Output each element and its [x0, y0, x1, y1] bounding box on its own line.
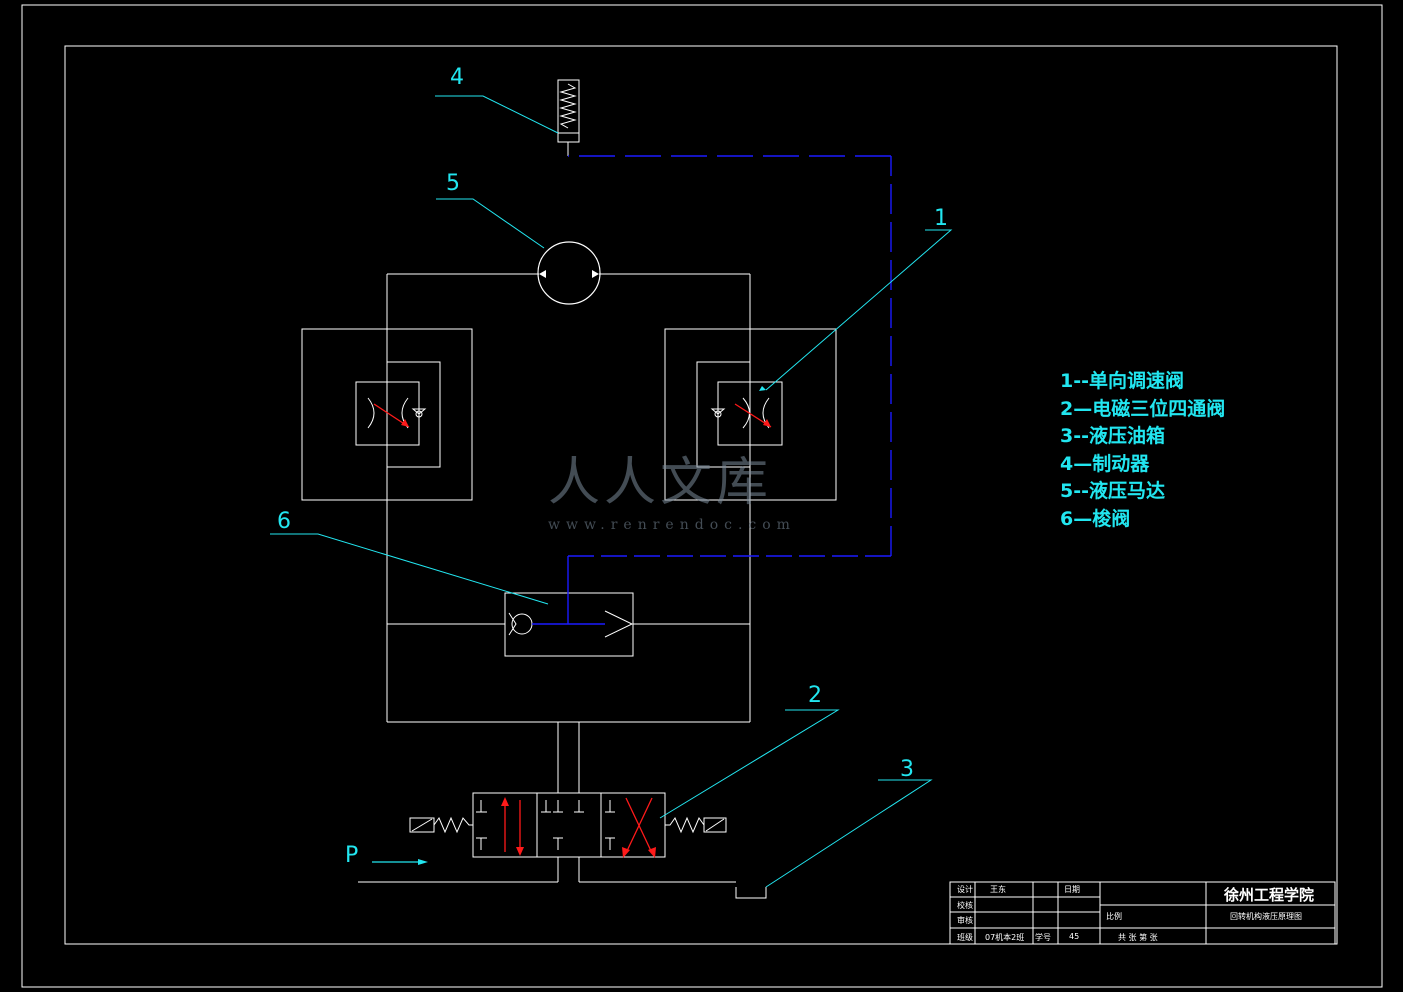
directional-valve: [409, 792, 727, 858]
tb-date-label: 日期: [1064, 885, 1080, 894]
callout-5: 5: [446, 171, 460, 196]
legend-item: 2—电磁三位四通阀: [1060, 397, 1226, 420]
callout-2: 2: [808, 683, 822, 708]
right-speed-valve: [664, 328, 837, 501]
title-block: [949, 881, 1336, 945]
outer-border: [21, 4, 1383, 988]
tb-scale-label: 比例: [1106, 912, 1122, 921]
tb-sheets: 共 张 第 张: [1118, 933, 1158, 942]
component-legend: 1--单向调速阀 2—电磁三位四通阀 3--液压油箱 4—制动器 5--液压马达…: [1060, 368, 1225, 533]
callout-1: 1: [934, 206, 948, 231]
legend-item: 5--液压马达: [1060, 480, 1165, 502]
tank-symbol: [735, 887, 767, 899]
brake-control-line: [567, 155, 892, 624]
legend-item: 1--单向调速阀: [1060, 370, 1184, 392]
tb-class-value: 07机本2班: [985, 933, 1025, 942]
tb-student-no-label: 学号: [1035, 933, 1051, 942]
main-circuit: [358, 273, 751, 883]
hydraulic-motor: [537, 241, 601, 305]
tb-check-label: 校核: [957, 901, 973, 910]
legend-item: 3--液压油箱: [1060, 425, 1165, 447]
callout-3: 3: [900, 757, 914, 782]
shuttle-valve: [504, 592, 634, 657]
leader-lines: [270, 95, 953, 888]
inner-border: [64, 45, 1338, 945]
watermark-url: www.renrendoc.com: [548, 517, 796, 533]
tb-review-label: 审核: [957, 916, 973, 925]
callout-4: 4: [450, 65, 464, 90]
tb-drawing-name: 回转机构液压原理图: [1230, 912, 1302, 921]
callout-6: 6: [277, 509, 291, 534]
tb-design-label: 设计: [957, 885, 973, 894]
watermark: 人人文库 www.renrendoc.com: [548, 440, 796, 533]
watermark-main: 人人文库: [548, 453, 773, 513]
directional-valve-arrows: [501, 797, 656, 858]
tb-class-label: 班级: [957, 933, 973, 942]
brake-cylinder: [557, 79, 580, 156]
callout-numbers: 1 2 3 4 5 6 P: [277, 65, 948, 868]
tb-student-no-value: 45: [1069, 932, 1080, 941]
port-p-label: P: [345, 843, 358, 868]
tb-designer: 王东: [990, 885, 1006, 894]
tb-school-name: 徐州工程学院: [1224, 886, 1315, 904]
legend-item: 4—制动器: [1060, 452, 1150, 475]
legend-item: 6—梭阀: [1060, 507, 1131, 530]
